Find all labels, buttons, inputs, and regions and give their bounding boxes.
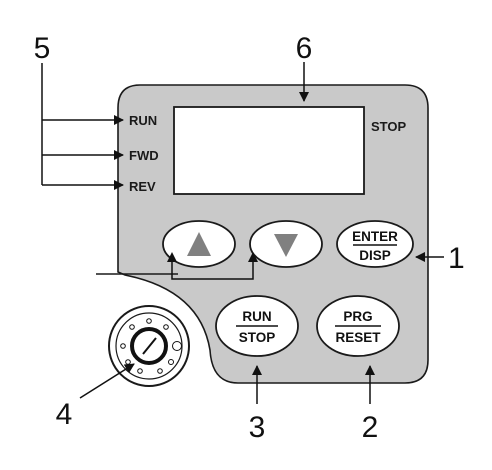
disp-label: DISP xyxy=(359,248,391,263)
prg-label: PRG xyxy=(343,309,372,324)
knob-icon xyxy=(130,327,168,365)
callout-1-number: 1 xyxy=(448,242,465,275)
callout-4-number: 4 xyxy=(56,398,73,431)
fwd-indicator-label: FWD xyxy=(129,148,159,163)
callout-4-leader xyxy=(79,363,135,399)
stop-key-label: STOP xyxy=(239,330,276,345)
callout-6-number: 6 xyxy=(296,32,313,65)
callout-5-number: 5 xyxy=(34,32,51,65)
callout-3-number: 3 xyxy=(249,411,266,444)
up-key[interactable] xyxy=(162,220,236,268)
up-key-leader-tip xyxy=(167,252,177,262)
potentiometer-knob[interactable] xyxy=(108,305,190,387)
updown-keys-leader xyxy=(171,259,254,280)
run-stop-key[interactable]: RUN STOP xyxy=(215,295,299,357)
callout-5-leader xyxy=(41,63,124,190)
prg-reset-key[interactable]: PRG RESET xyxy=(316,295,400,357)
down-key[interactable] xyxy=(249,220,323,268)
led-display xyxy=(173,106,365,195)
run-key-label: RUN xyxy=(242,309,271,324)
triangle-up-icon xyxy=(187,232,211,256)
callout-2-number: 2 xyxy=(362,411,379,444)
enter-disp-key[interactable]: ENTER DISP xyxy=(336,220,414,268)
triangle-down-icon xyxy=(274,234,298,257)
stop-indicator-label: STOP xyxy=(371,119,406,134)
run-indicator-label: RUN xyxy=(129,113,157,128)
reset-label: RESET xyxy=(335,330,381,345)
enter-label: ENTER xyxy=(352,229,398,244)
down-key-leader-tip xyxy=(248,252,258,262)
rev-indicator-label: REV xyxy=(129,179,156,194)
knob-scale-dots xyxy=(120,318,182,374)
